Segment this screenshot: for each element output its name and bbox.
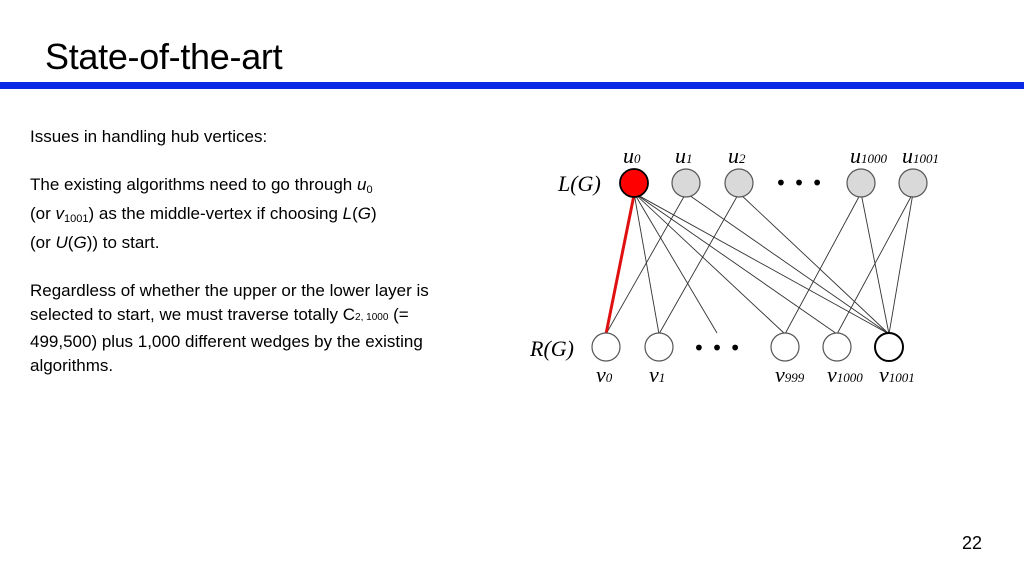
node-u1001: [898, 168, 928, 198]
paragraph-traverse: Regardless of whether the upper or the l…: [30, 279, 450, 378]
upper-layer-label: L(G): [557, 171, 601, 196]
label-v0: v0: [596, 362, 613, 387]
label-u0-sub: 0: [634, 151, 641, 166]
edge-u0-v0: [604, 194, 636, 335]
node-v1: [644, 332, 674, 362]
p1-paren-close: ): [371, 204, 377, 223]
label-v1001-base: v: [879, 362, 889, 387]
label-v1: v1: [649, 362, 665, 387]
label-u1: u1: [675, 143, 693, 168]
p1-paren-open: (: [352, 204, 358, 223]
p1-G: G: [357, 204, 372, 223]
edge-u1001-v1000: [836, 192, 914, 335]
node-u1000: [846, 168, 876, 198]
lower-ellipsis: • • •: [693, 336, 741, 360]
label-u2-sub: 2: [739, 151, 746, 166]
label-u1-sub: 1: [686, 151, 693, 166]
lower-layer-label: R(G): [529, 336, 574, 361]
label-u1000-sub: 1000: [861, 151, 888, 166]
label-u1001: u1001: [902, 143, 939, 168]
label-u1-base: u: [675, 143, 686, 168]
edge-u0-dots: [633, 192, 718, 334]
node-v1000: [822, 332, 852, 362]
p1-L: L: [342, 204, 353, 223]
label-u0: u0: [623, 143, 641, 168]
p1-text-b: (or: [30, 204, 56, 223]
edge-u1001-v1001: [888, 192, 914, 335]
node-v0: [591, 332, 621, 362]
label-u1001-sub: 1001: [913, 151, 939, 166]
edge-u1-v0: [605, 192, 687, 335]
p1-text-c: ) as the middle-vertex if choosing: [88, 204, 343, 223]
edge-u0-v1000: [633, 192, 838, 335]
title-rule: [0, 82, 1024, 89]
label-v999-sub: 999: [785, 370, 805, 385]
edge-u0-v999: [633, 192, 786, 335]
paragraph-middle-vertex: The existing algorithms need to go throu…: [30, 173, 450, 255]
label-v999: v999: [775, 362, 805, 387]
node-v999: [770, 332, 800, 362]
label-u0-base: u: [623, 143, 634, 168]
p1-text-d: (or: [30, 233, 56, 252]
node-u2: [724, 168, 754, 198]
nodes-layer: [591, 168, 928, 362]
p1-v-sub: 1001: [64, 213, 89, 225]
edges-layer: [604, 192, 914, 335]
label-v1-base: v: [649, 362, 659, 387]
p1-G2: G: [73, 233, 87, 252]
upper-ellipsis: • • •: [775, 171, 823, 195]
edge-u2-v1: [658, 192, 740, 335]
label-u1000-base: u: [850, 143, 861, 168]
node-u1: [671, 168, 701, 198]
edge-u1-v1001: [685, 192, 890, 335]
label-u1000: u1000: [850, 143, 888, 168]
node-u0: [619, 168, 649, 198]
edge-u1000-v999: [784, 192, 862, 335]
label-u2-base: u: [728, 143, 739, 168]
label-v1000-sub: 1000: [837, 370, 864, 385]
slide-title: State-of-the-art: [45, 36, 283, 77]
label-v1001-sub: 1001: [889, 370, 915, 385]
intro-text: Issues in handling hub vertices:: [30, 127, 268, 146]
p1-text-a: The existing algorithms need to go throu…: [30, 175, 357, 194]
edge-u2-v1001: [738, 192, 890, 335]
p1-U: U: [55, 233, 68, 252]
p2-sub: 2, 1000: [355, 312, 389, 323]
p1-u-sub: 0: [366, 184, 373, 196]
node-v1001: [874, 332, 904, 362]
p2-text-a: Regardless of whether the upper or the l…: [30, 281, 429, 324]
label-v1-sub: 1: [659, 370, 666, 385]
edge-u0-v1001: [633, 192, 890, 335]
p2-text-b: (= 499,500) plus 1,000 different wedges …: [30, 305, 423, 375]
p1-text-e: )) to start.: [86, 233, 160, 252]
label-v1001: v1001: [879, 362, 915, 387]
p1-u: u: [356, 175, 367, 194]
label-v1000: v1000: [827, 362, 863, 387]
label-v999-base: v: [775, 362, 785, 387]
p1-v: v: [55, 204, 65, 223]
label-u1001-base: u: [902, 143, 913, 168]
label-v0-sub: 0: [606, 370, 613, 385]
body-text: Issues in handling hub vertices: The exi…: [30, 125, 450, 402]
p1-paren-open-2: (: [67, 233, 74, 252]
label-v1000-base: v: [827, 362, 837, 387]
label-v0-base: v: [596, 362, 606, 387]
page-number: 22: [961, 533, 982, 553]
label-u2: u2: [728, 143, 746, 168]
